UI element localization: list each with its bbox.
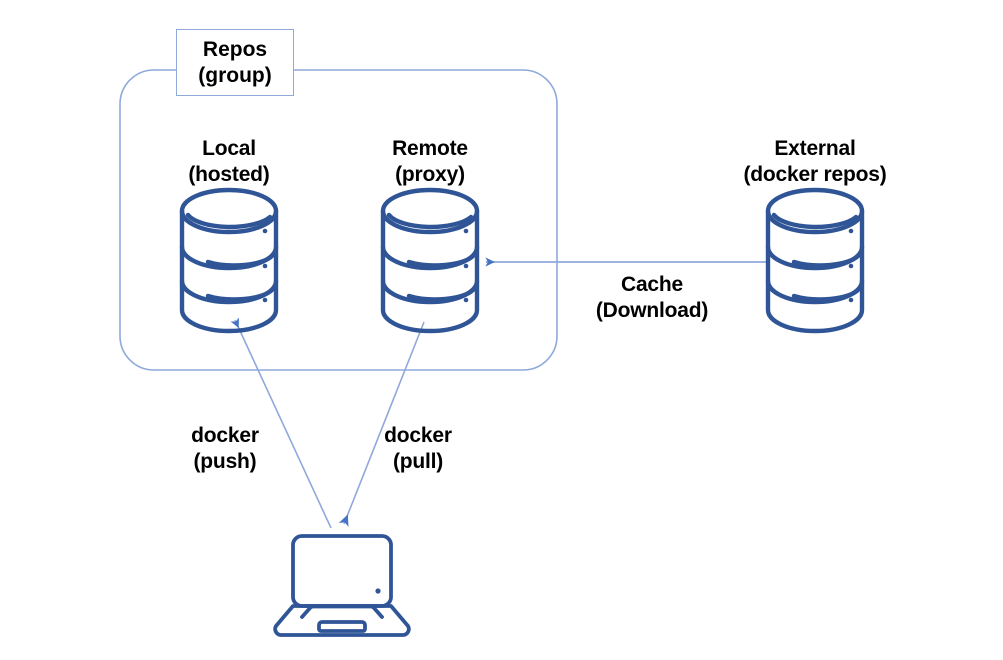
remote-node-label-line2: (proxy) [395,163,465,186]
edge-cache-label: Cache (Download) [567,272,737,324]
edge-push-line [230,317,332,529]
edge-push-label: docker (push) [160,423,290,475]
external-database-icon [765,187,865,334]
client-laptop-icon [273,534,411,637]
local-database-icon [179,187,279,334]
edge-cache-label-line2: (Download) [595,299,709,322]
edge-pull-line [338,321,425,527]
external-node-label: External (docker repos) [722,136,908,188]
local-node-label: Local (hosted) [159,136,299,188]
local-node-label-line1: Local [202,137,256,160]
edge-cache-label-line1: Cache [620,273,684,296]
repos-group-title-box: Repos (group) [176,29,294,96]
edge-push-label-line1: docker [191,424,259,447]
external-node-label-line1: External [774,137,856,160]
repos-group-title-line2: (group) [198,63,272,87]
repos-group-title-line1: Repos [202,37,268,61]
edge-pull-label: docker (pull) [353,423,483,475]
edge-pull-label-line1: docker [384,424,452,447]
remote-node-label-line1: Remote [392,137,468,160]
edge-pull-label-line2: (pull) [392,450,444,473]
remote-database-icon [380,187,480,334]
local-node-label-line2: (hosted) [188,163,270,186]
edge-push-label-line2: (push) [193,450,257,473]
external-node-label-line2: (docker repos) [743,163,887,186]
repos-group-boundary [119,69,558,371]
remote-node-label: Remote (proxy) [360,136,500,188]
